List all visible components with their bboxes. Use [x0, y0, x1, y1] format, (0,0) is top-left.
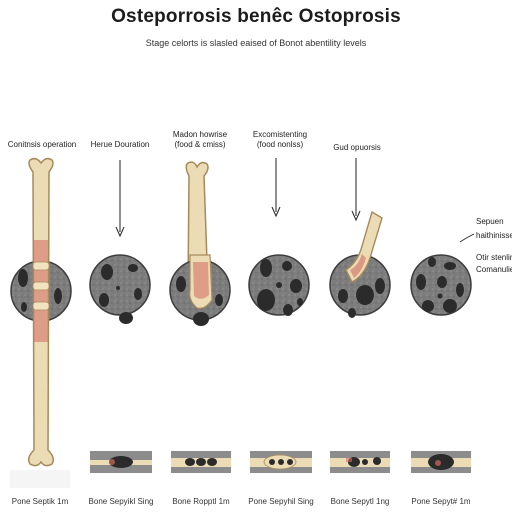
stage-3-illustration — [169, 161, 231, 326]
strip-1 — [10, 470, 70, 488]
stage-label-4: Excomistenting (food nonlss) — [252, 130, 308, 149]
stage-label-5: Gud opuorsis — [333, 143, 381, 152]
cross-section-2 — [89, 254, 151, 316]
strip-5 — [330, 451, 390, 473]
stage-5-illustration — [329, 158, 391, 318]
strip-6 — [411, 451, 471, 473]
stage-1-illustration — [10, 157, 72, 467]
stage-label-1: Conitnsis operation — [7, 140, 77, 149]
page-title: Osteporrosis benêc Ostoprosis — [111, 6, 401, 27]
stage-label-2: Herue Douration — [90, 140, 150, 149]
strip-caption-5: Bone Sepytl 1ng — [330, 497, 390, 506]
side-label-3: Otir stenlin — [476, 253, 512, 262]
stage-4-illustration — [248, 158, 310, 316]
stage-6-illustration — [410, 233, 475, 316]
strip-4 — [250, 451, 312, 473]
side-label-4: Comanulier — [476, 265, 512, 274]
strip-caption-1: Pone Septik 1m — [11, 497, 69, 506]
stage-2-illustration — [89, 160, 151, 324]
strip-caption-6: Pone Sepyt# 1m — [411, 497, 471, 506]
marrow-region-1 — [34, 240, 48, 342]
side-label-1: Sepuen — [476, 217, 504, 226]
strip-3 — [171, 451, 231, 473]
page-subtitle: Stage celorts is slasled eaised of Bonot… — [145, 38, 367, 48]
side-label-2: haithinisse — [476, 231, 512, 240]
strip-2 — [90, 451, 152, 473]
fractured-bone-5 — [345, 210, 383, 283]
strip-caption-2: Bone Sepyikl Sing — [88, 497, 154, 506]
stage-label-3: Madon howrise (food & cmiss) — [172, 130, 228, 149]
bottom-strips — [10, 451, 471, 488]
strip-caption-3: Bone Ropptl 1m — [172, 497, 230, 506]
strip-caption-4: Pone Sepyhil Sing — [248, 497, 314, 506]
